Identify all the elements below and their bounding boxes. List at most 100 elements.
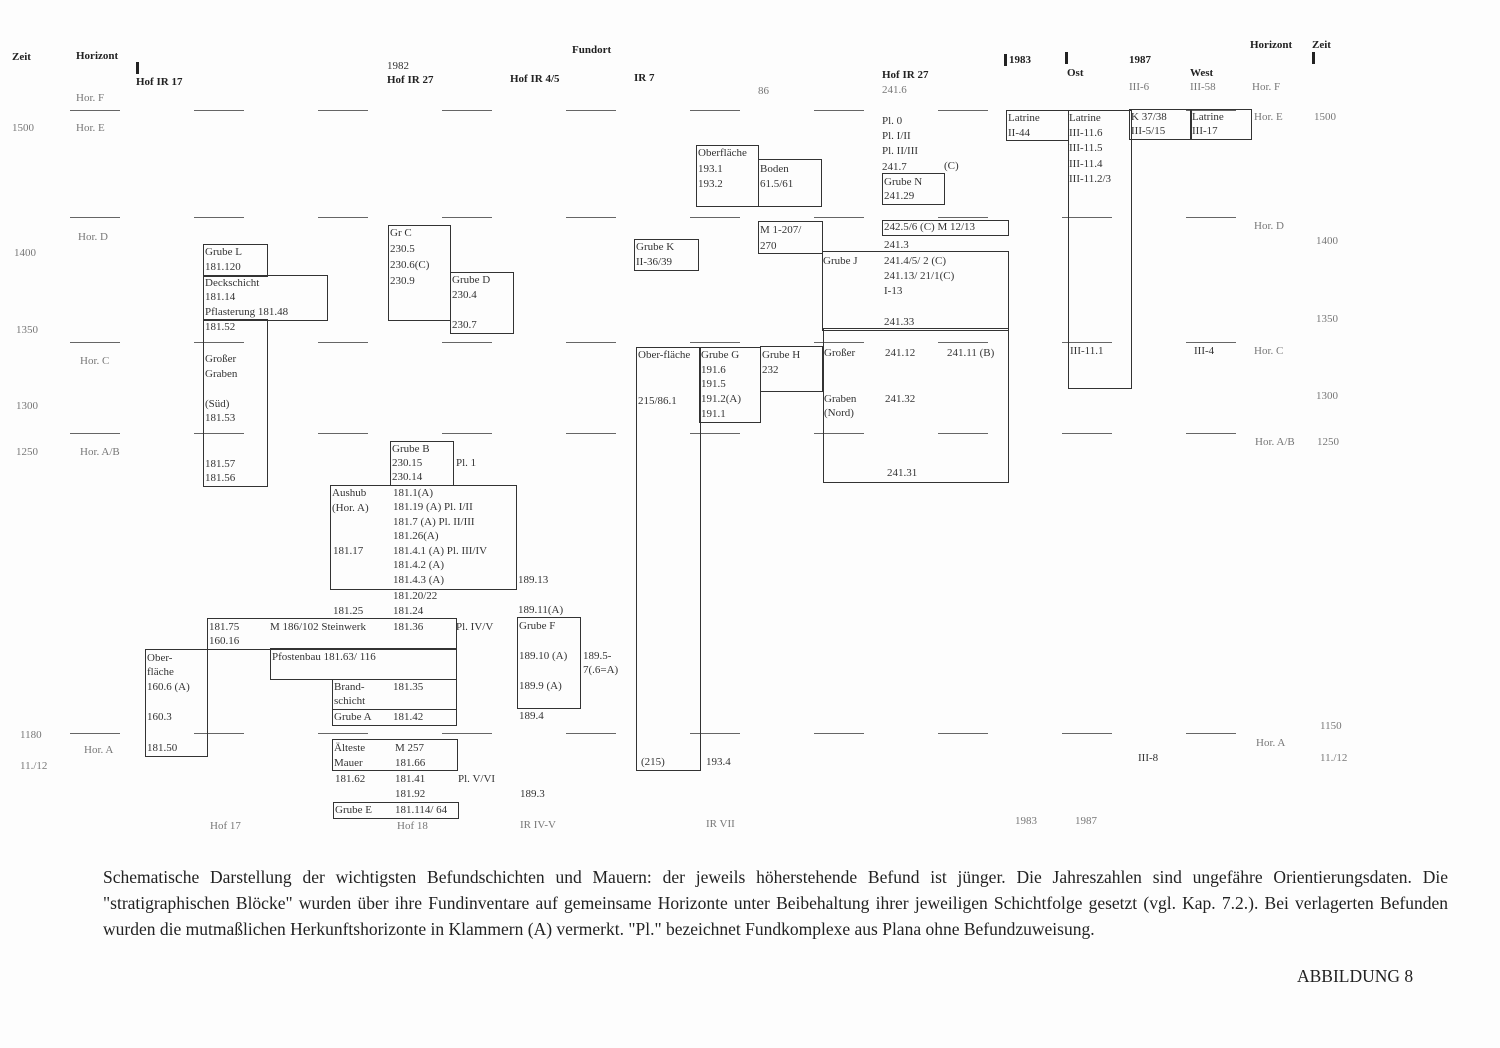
cell-text: (Nord) (824, 407, 854, 419)
cell-text: 241.4/5/ 2 (C) (884, 255, 947, 267)
axis-right-hor-ab: Hor. A/B (1255, 436, 1295, 448)
axis-right-hor-c: Hor. C (1254, 345, 1284, 357)
cell-text: 230.9 (390, 275, 415, 287)
cell-text: (Süd) (205, 398, 230, 410)
cell-text: 189.13 (518, 574, 549, 586)
cell-text: 160.16 (209, 635, 240, 647)
axis-left-1500: 1500 (12, 122, 34, 134)
box-latrine-iii17 (1190, 109, 1252, 140)
cell-text: Ober-fläche (638, 349, 691, 361)
cell-text: 230.6(C) (390, 259, 430, 271)
footer-ir-iv-v: IR IV-V (520, 819, 556, 831)
cell-text: 193.4 (706, 756, 731, 768)
cell-text: III-11.1 (1070, 345, 1104, 357)
column-marker (1065, 52, 1068, 64)
box-graben-nord (823, 328, 1009, 483)
cell-text: III-5/15 (1131, 125, 1166, 137)
cell-text: 193.2 (698, 178, 723, 190)
cell-text: Ober- (147, 652, 173, 664)
cell-text: Oberfläche (698, 147, 747, 159)
cell-text: 241.11 (B) (947, 347, 995, 359)
axis-left-1300: 1300 (16, 400, 38, 412)
cell-text: III-8 (1138, 752, 1159, 764)
column-marker (1312, 52, 1315, 64)
cell-text: Aushub (332, 487, 367, 499)
cell-text: Pl. I/II (882, 130, 911, 142)
cell-text: 181.62 (335, 773, 366, 785)
axis-left-hor-e: Hor. E (76, 122, 105, 134)
cell-text: 181.26(A) (393, 530, 439, 542)
footer-hof17: Hof 17 (210, 820, 241, 832)
cell-text: 181.4.3 (A) (393, 574, 445, 586)
cell-text: Grube H (762, 349, 801, 361)
cell-text: 181.4.2 (A) (393, 559, 445, 571)
footer-1983: 1983 (1015, 815, 1037, 827)
cell-text: Pflasterung 181.48 (205, 306, 289, 318)
cell-text: 191.5 (701, 378, 726, 390)
cell-text: 181.20/22 (393, 590, 438, 602)
axis-right-1250: 1250 (1317, 436, 1339, 448)
cell-text: Latrine (1008, 112, 1040, 124)
cell-text: 61.5/61 (760, 178, 794, 190)
axis-right-1350: 1350 (1316, 313, 1338, 325)
cell-text: 181.92 (395, 788, 426, 800)
figure-label: ABBILDUNG 8 (1297, 966, 1414, 986)
header-hof-ir27-b: Hof IR 27 (882, 69, 929, 81)
box-grube-j (822, 251, 1009, 331)
box-grube-k (634, 239, 699, 271)
header-zeit: Zeit (12, 51, 31, 63)
cell-text: 230.4 (452, 289, 477, 301)
horizon-line-f-e (70, 110, 1310, 111)
column-marker (1004, 54, 1007, 66)
cell-text: 189.3 (520, 788, 545, 800)
cell-text: M 1-207/ (760, 224, 802, 236)
cell-text: 230.7 (452, 319, 477, 331)
cell-text: Pfostenbau 181.63/ 116 (272, 651, 376, 663)
header-hof-ir45: Hof IR 4/5 (510, 73, 560, 85)
horizon-line-ab (70, 433, 1310, 434)
box-m12-13 (882, 220, 1009, 236)
cell-text: 181.56 (205, 472, 236, 484)
cell-text: 181.17 (333, 545, 364, 557)
cell-text: II-44 (1008, 127, 1030, 139)
cell-text: 191.6 (701, 364, 726, 376)
footer-ir-vii: IR VII (706, 818, 735, 830)
axis-right-1150: 1150 (1320, 720, 1342, 732)
box-grube-l (203, 244, 268, 277)
cell-text: Grube K (636, 241, 675, 253)
axis-left-1250: 1250 (16, 446, 38, 458)
footer-1987: 1987 (1075, 815, 1097, 827)
cell-text: Grube F (519, 620, 556, 632)
cell-text: 270 (760, 240, 777, 252)
cell-text: Graben (824, 393, 857, 405)
axis-left-hor-c: Hor. C (80, 355, 110, 367)
cell-text: Gr C (390, 227, 412, 239)
axis-left-1400: 1400 (14, 247, 36, 259)
cell-text: 241.7 (882, 161, 907, 173)
cell-text: 181.24 (393, 605, 424, 617)
cell-text: 230.5 (390, 243, 415, 255)
cell-text: 241.33 (884, 316, 915, 328)
cell-text: K 37/38 (1131, 111, 1167, 123)
cell-text: III-17 (1192, 125, 1218, 137)
cell-text: 241.29 (884, 190, 915, 202)
cell-text: 232 (762, 364, 779, 376)
cell-text: Pl. 1 (456, 457, 477, 469)
box-grube-d (450, 272, 514, 334)
axis-left-hor-ab: Hor. A/B (80, 446, 120, 458)
box-graben-sued (203, 319, 268, 487)
cell-text: (C) (944, 160, 959, 172)
axis-right-11-12: 11./12 (1320, 752, 1348, 764)
cell-text: Mauer (334, 757, 363, 769)
cell-text: 189.5- (583, 650, 612, 662)
header-hof-ir27: Hof IR 27 (387, 74, 434, 86)
cell-text: 181.114/ 64 (395, 804, 448, 816)
cell-text: 191.1 (701, 408, 726, 420)
horizon-line-a (70, 733, 1310, 734)
cell-text: 230.15 (392, 457, 423, 469)
cell-text: Boden (760, 163, 789, 175)
box-steinwerk (207, 618, 457, 650)
cell-text: 181.57 (205, 458, 236, 470)
header-1983: 1983 (1009, 54, 1031, 66)
